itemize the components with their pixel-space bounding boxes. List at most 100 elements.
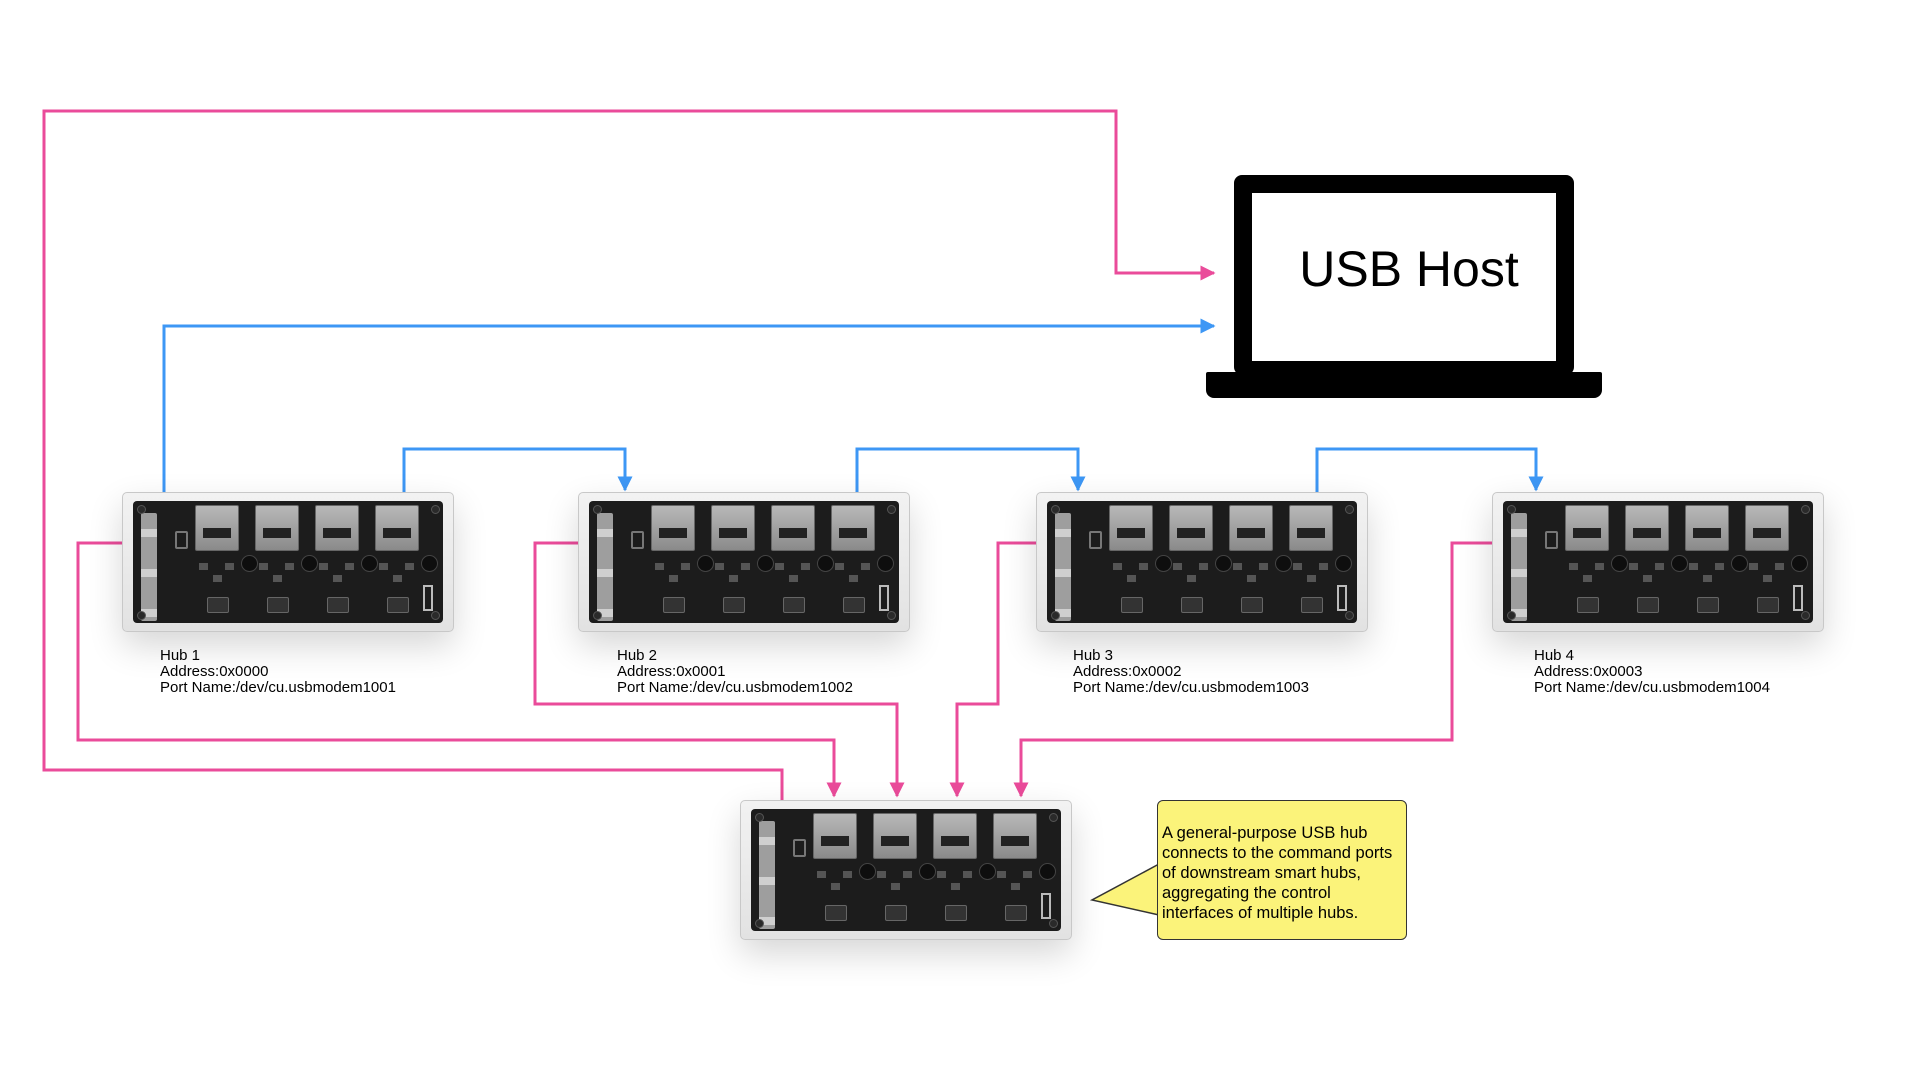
hub-chip [1703, 575, 1712, 582]
usb-a-port-icon [315, 505, 359, 551]
hub-chip [1127, 575, 1136, 582]
hub-screw [1049, 813, 1058, 822]
hub-chip [1011, 883, 1020, 890]
command-link-hub2-to-aggregator [533, 541, 905, 798]
hub-port-button [1697, 597, 1719, 613]
laptop-screen [1234, 175, 1574, 375]
hub-chip [225, 563, 234, 570]
hub-chip [655, 563, 664, 570]
hub-port-knob [877, 555, 894, 572]
hub-port-knob [361, 555, 378, 572]
general-purpose-hub-device [740, 800, 1072, 940]
hub-port-button [825, 905, 847, 921]
hub-port-knob [757, 555, 774, 572]
hub-port-button [1577, 597, 1599, 613]
hub-port-button [783, 597, 805, 613]
usb-c-port-strip [597, 513, 613, 621]
usb-a-port-icon [933, 813, 977, 859]
hub-4-port: Port Name:/dev/cu.usbmodem1004 [1534, 679, 1770, 696]
hub-chip [345, 563, 354, 570]
usb-a-port-icon [195, 505, 239, 551]
hub-screw [1051, 611, 1060, 620]
usb-a-port-icon [711, 505, 755, 551]
hub-chip [817, 871, 826, 878]
hub-chip [937, 871, 946, 878]
hub-screw [1801, 505, 1810, 514]
usb-a-port-icon [771, 505, 815, 551]
hub-chip [1113, 563, 1122, 570]
hub-port-button [885, 905, 907, 921]
hub-led-display [631, 531, 644, 549]
usb-a-port-icon [1625, 505, 1669, 551]
hub-screw [1345, 505, 1354, 514]
hub-screw [1801, 611, 1810, 620]
hub-led-display [1089, 531, 1102, 549]
command-link-hub1-to-aggregator [76, 541, 842, 798]
hub-port-button [1301, 597, 1323, 613]
hub-circuit-board [589, 501, 899, 623]
hub-chip [273, 575, 282, 582]
hub-1-device [122, 492, 454, 632]
hub-chip [1233, 563, 1242, 570]
hub-3-address: Address:0x0002 [1073, 663, 1182, 680]
hub-screw [431, 611, 440, 620]
hub-chip [259, 563, 268, 570]
hub-port-knob [817, 555, 834, 572]
usb-a-port-icon [813, 813, 857, 859]
hub-connector-slot [1793, 585, 1803, 611]
hub-chip [891, 883, 900, 890]
hub-chip [729, 575, 738, 582]
hub-port-knob [1039, 863, 1056, 880]
hub-screw [887, 611, 896, 620]
hub-screw [1345, 611, 1354, 620]
usb-c-port-strip [759, 821, 775, 929]
hub-chip [1569, 563, 1578, 570]
hub-circuit-board [1047, 501, 1357, 623]
data-link-hub3-to-hub4 [1315, 447, 1544, 494]
hub-port-button [207, 597, 229, 613]
usb-a-port-icon [1289, 505, 1333, 551]
hub-3-name: Hub 3 [1073, 647, 1114, 664]
hub-3-device [1036, 492, 1368, 632]
hub-port-knob [697, 555, 714, 572]
usb-a-port-icon [255, 505, 299, 551]
hub-chip [849, 575, 858, 582]
hub-4-name: Hub 4 [1534, 647, 1575, 664]
hub-screw [137, 505, 146, 514]
hub-port-knob [1731, 555, 1748, 572]
hub-chip [285, 563, 294, 570]
hub-port-button [1637, 597, 1659, 613]
data-link-hub1-to-host [162, 318, 1216, 494]
hub-3-port: Port Name:/dev/cu.usbmodem1003 [1073, 679, 1309, 696]
usb-a-port-icon [651, 505, 695, 551]
usb-host-label: USB Host [1299, 241, 1519, 297]
hub-chip [681, 563, 690, 570]
hub-port-button [945, 905, 967, 921]
usb-a-port-icon [831, 505, 875, 551]
hub-chip [1293, 563, 1302, 570]
hub-chip [1023, 871, 1032, 878]
hub-chip [831, 883, 840, 890]
hub-chip [1763, 575, 1772, 582]
hub-chip [1595, 563, 1604, 570]
hub-chip [333, 575, 342, 582]
usb-a-port-icon [1109, 505, 1153, 551]
hub-connector-slot [1041, 893, 1051, 919]
hub-port-button [1241, 597, 1263, 613]
hub-chip [1749, 563, 1758, 570]
hub-port-button [1757, 597, 1779, 613]
hub-screw [1507, 505, 1516, 514]
hub-screw [1507, 611, 1516, 620]
usb-a-port-icon [1169, 505, 1213, 551]
hub-port-knob [1791, 555, 1808, 572]
hub-led-display [1545, 531, 1558, 549]
hub-connector-slot [879, 585, 889, 611]
hub-chip [405, 563, 414, 570]
hub-chip [1775, 563, 1784, 570]
hub-port-button [387, 597, 409, 613]
hub-screw [593, 611, 602, 620]
hub-port-button [663, 597, 685, 613]
data-link-hub2-to-hub3 [855, 447, 1086, 494]
command-link-hub3-to-aggregator [949, 541, 1039, 798]
